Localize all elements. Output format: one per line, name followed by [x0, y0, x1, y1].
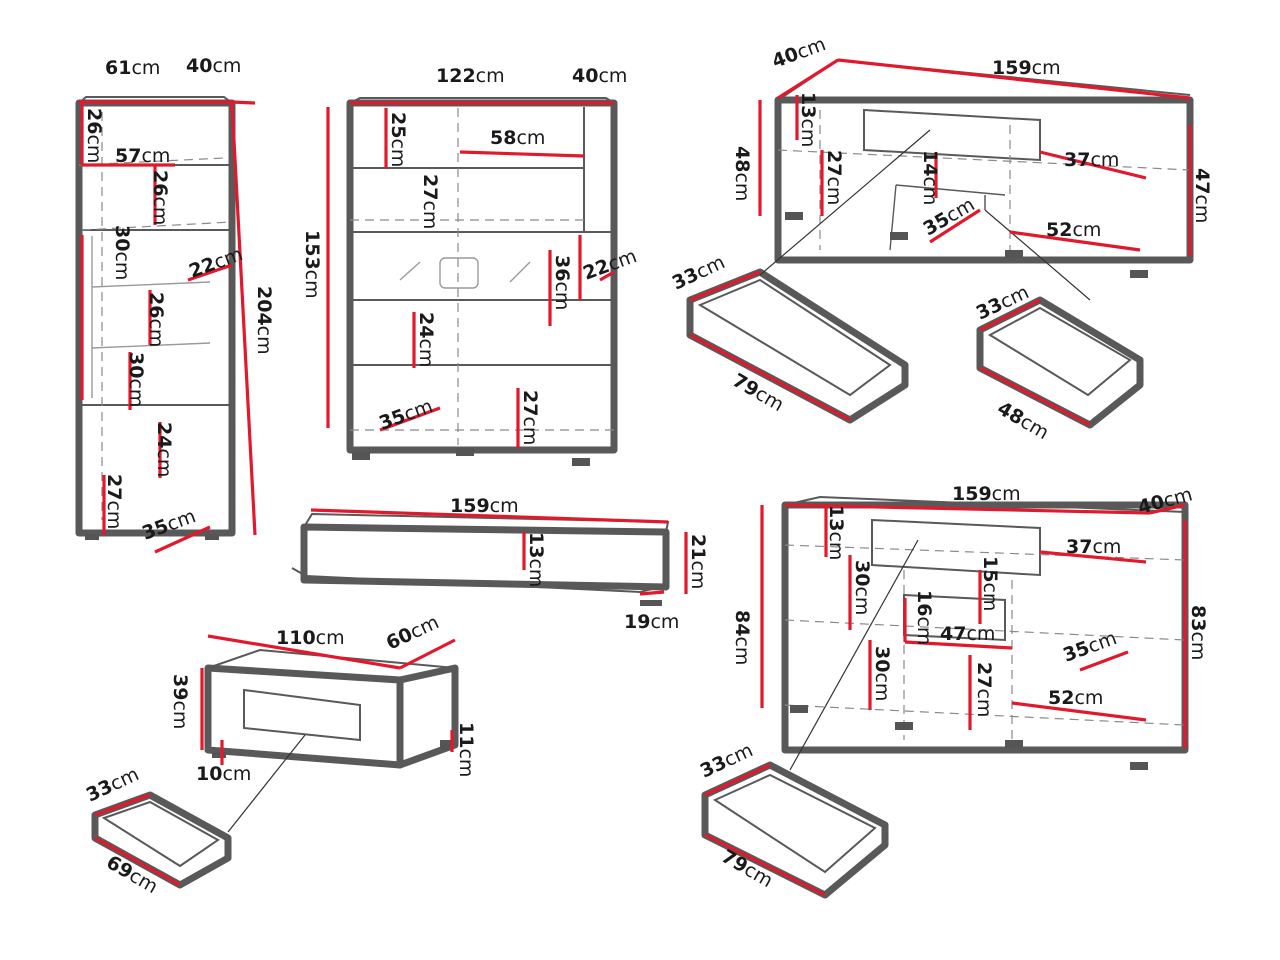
dimension-label-vitrine-depth: 40cm	[572, 65, 627, 87]
dimension-line	[207, 634, 401, 670]
dimension-label-vitrine-top-mid: 27cm	[419, 174, 441, 229]
dimension-label-table-leg-right: 11cm	[455, 722, 477, 777]
dimension-line	[399, 638, 456, 670]
dimension-line	[689, 333, 851, 422]
dimension-label-tall-top-shelf: 26cm	[83, 108, 105, 163]
dimension-label-tall-depth: 40cm	[186, 55, 241, 77]
dimension-line	[231, 100, 256, 105]
dimension-label-shelf-height: 13cm	[525, 532, 547, 587]
dimension-label-tv-depth: 40cm	[769, 33, 829, 73]
dimension-line	[929, 208, 981, 244]
dimension-label-tall-bottom-door: 24cm	[153, 422, 175, 477]
dimension-line	[784, 503, 1151, 515]
dimension-line	[979, 366, 1091, 427]
dimension-label-table-leg: 10cm	[196, 763, 251, 785]
tv-drawer-large	[686, 268, 909, 424]
dimension-label-tall-glass-lower: 30cm	[125, 352, 147, 407]
dimension-label-sb-height-left: 84cm	[731, 610, 753, 665]
dimension-label-vitrine-bottom-lower: 27cm	[519, 390, 541, 445]
dimension-label-vitrine-glass: 36cm	[551, 255, 573, 310]
sideboard	[781, 495, 1189, 770]
dimension-line	[230, 102, 257, 536]
dimension-label-sb-mid-small: 16cm	[913, 590, 935, 645]
dimension-line	[1009, 230, 1141, 252]
dimension-label-tv-top-drawer: 13cm	[797, 92, 819, 147]
dimension-line	[599, 270, 615, 282]
dimension-line	[154, 525, 211, 554]
dimension-label-shelf-bottom: 19cm	[624, 611, 679, 633]
dimension-label-sb-width: 159cm	[952, 483, 1021, 505]
dimension-label-table-height: 39cm	[169, 674, 191, 729]
dimension-label-vitrine-top-left: 25cm	[387, 112, 409, 167]
dimension-lines	[79, 58, 1192, 897]
dimension-line	[1149, 503, 1186, 515]
dimension-label-tall-glass-upper: 30cm	[111, 225, 133, 280]
dimension-label-tv-height-right: 47cm	[1191, 168, 1213, 223]
dimension-line	[1039, 550, 1147, 564]
dimension-line	[979, 298, 1041, 332]
dimension-label-vitrine-bottom-upper: 24cm	[415, 312, 437, 367]
dimension-label-sb-right-width: 52cm	[1048, 687, 1103, 709]
dimension-line	[639, 590, 665, 596]
dimension-line	[704, 833, 826, 897]
dimension-label-tv-left-comp: 27cm	[823, 150, 845, 205]
dimension-line	[379, 406, 441, 432]
dimension-line	[459, 150, 585, 158]
dimension-label-tv-right-width: 52cm	[1046, 219, 1101, 241]
dimension-label-sb-mid-low: 27cm	[973, 662, 995, 717]
dimension-line	[1011, 701, 1147, 722]
dimension-label-sb-left-comp: 30cm	[851, 560, 873, 615]
dimension-label-sb-left-low: 30cm	[871, 646, 893, 701]
dimension-label-shelf-depth-right: 21cm	[687, 534, 709, 589]
dimension-label-sb-mid-width: 47cm	[940, 623, 995, 645]
dimension-label-tall-bottom-left: 27cm	[103, 474, 125, 529]
coffee-table	[204, 648, 459, 769]
dimension-label-tv-height-left: 48cm	[731, 146, 753, 201]
dimension-line	[94, 836, 181, 887]
dimension-label-table-width: 110cm	[276, 627, 345, 649]
dimension-label-tv-right-comp: 37cm	[1064, 149, 1119, 171]
dimension-line	[689, 270, 761, 302]
dimension-line	[187, 263, 233, 282]
dimension-line	[1039, 150, 1147, 180]
dimension-label-vitrine-width: 122cm	[436, 65, 505, 87]
dimension-label-table-depth: 60cm	[383, 611, 443, 654]
dimension-label-tv-width: 159cm	[992, 57, 1061, 79]
dimension-label-tall-inner-width: 57cm	[115, 145, 170, 167]
dimension-label-tall-upper-door: 26cm	[149, 170, 171, 225]
dimension-label-tall-glass-mid: 26cm	[145, 292, 167, 347]
wall-shelf	[291, 512, 670, 606]
dimension-label-tall-height: 204cm	[253, 286, 275, 355]
dimension-label-vitrine-top-right: 58cm	[490, 127, 545, 149]
dimension-label-shelf-width: 159cm	[450, 495, 519, 517]
dimension-label-sb-mid-top: 15cm	[979, 556, 1001, 611]
dimension-label-tall-width: 61cm	[105, 57, 160, 79]
dimension-line	[704, 763, 771, 797]
dimension-label-sb-right-top: 37cm	[1066, 536, 1121, 558]
dimension-line	[310, 508, 669, 524]
dimension-label-vitrine-height: 153cm	[301, 230, 323, 299]
dimension-label-sb-height-right: 83cm	[1187, 605, 1209, 660]
dimension-line	[837, 58, 1191, 100]
dimension-label-sb-top-drawer: 13cm	[825, 505, 847, 560]
tall-cabinet	[75, 96, 236, 540]
dimension-label-tv-mid-drawer: 14cm	[919, 150, 941, 205]
dimension-line	[1079, 650, 1129, 672]
dimension-line	[94, 793, 151, 817]
dimension-line	[777, 58, 839, 100]
dimension-line	[904, 640, 1013, 650]
sideboard-drawer	[701, 761, 889, 899]
